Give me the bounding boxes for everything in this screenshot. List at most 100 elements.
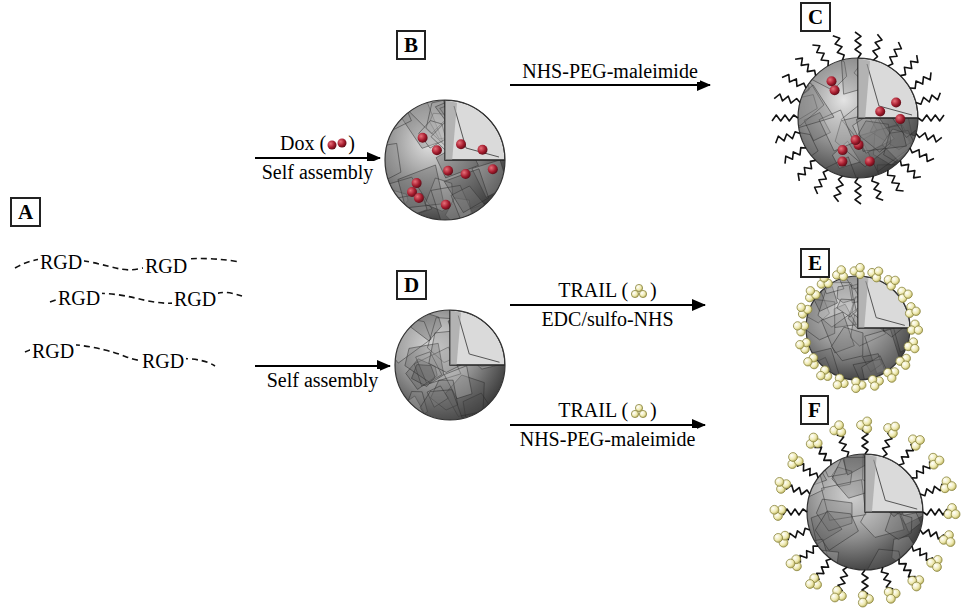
cutaway-shade [858,276,868,328]
cutaway [445,100,505,160]
stage-node: C [710,0,955,220]
nanoparticles [367,32,960,607]
trail-bead [817,371,825,379]
trail-bead [935,456,944,465]
facet [811,53,847,90]
facet [837,299,857,317]
trail-bead [891,276,899,284]
peptide-label: RGD [140,350,186,372]
dox-dot [891,98,901,108]
dox-dot [461,169,471,179]
trail-bead [837,266,845,274]
reaction-arrow [510,424,705,426]
trail-bead [774,534,783,543]
peg-chain [872,176,883,200]
reaction-arrow [255,365,390,367]
reagent-name: TRAIL ( [558,399,628,421]
peg-chain [918,115,944,121]
particle-outline [385,100,505,220]
trail-bead [914,326,922,334]
peg-chain [923,509,947,515]
peptide-label: RGD [143,255,189,277]
reagent-name: TRAIL ( [558,279,628,301]
cutaway-shade [450,310,461,365]
stage-node: E [705,245,930,390]
cutaway [865,454,923,512]
trail-bead [874,267,882,275]
particle-outline [798,58,918,178]
particle-texture [794,265,925,398]
particle-texture [781,45,936,190]
trail-bead [833,381,841,389]
letter-box: B [396,30,426,60]
trail-bead [856,263,864,271]
particle-body [807,454,923,570]
peg-chain [910,148,934,161]
peg-chain [782,75,806,88]
dox-dot [432,145,442,155]
cutaway-shade [865,454,877,512]
trail-bead [786,559,795,568]
dox-dot [827,76,837,86]
arrow-label: Self assembly [265,369,381,391]
trail-bead [904,290,912,298]
stage-node: B [380,28,510,225]
reagent-bracket: ) [650,399,657,421]
dox-dot [414,193,424,203]
trail-bead [852,384,860,392]
facet [831,327,863,361]
peg-chain [899,559,916,577]
particle-outline [806,276,910,380]
trail-bead [809,433,818,442]
particle-texture [789,440,941,591]
peg-chain [855,178,861,204]
peptide-label: RGD [38,251,84,273]
peg-chain [833,36,844,60]
cutaway [450,310,505,365]
trail-bead [947,482,956,491]
reagent-label: TRAIL () [556,399,658,421]
letter-box: C [800,2,831,32]
peg-chain [888,170,904,191]
trail-bead [911,344,919,352]
peg-chain [783,509,807,515]
arrow-label: NHS-PEG-maleimide [520,60,700,82]
trail-bead [863,417,872,426]
nanoparticle [770,417,960,607]
dox-dot [456,139,466,149]
peg-chain [800,546,818,563]
trail-bead [888,374,896,382]
peg-chain [785,148,806,164]
arrow-label: NHS-PEG-maleimide [518,428,698,450]
stage-letter: F [808,398,821,422]
dox-dot [875,107,885,117]
cutaway-fold [874,460,918,509]
arrow-label: EDC/sulfo-NHS [539,308,675,330]
particle-texture [367,88,515,236]
nanoparticle [793,263,925,398]
trail-bead [835,421,844,430]
peg-chain [900,160,921,178]
peg-chain [817,559,831,580]
reagent-bracket: ) [348,132,355,154]
stage-node: D [390,268,510,438]
reaction-arrow [255,157,380,159]
dox-dot [488,164,498,174]
facet [444,169,488,213]
trail-bead [946,538,955,547]
dox-dot [441,200,451,210]
facet [420,390,463,432]
peg-chain [788,528,810,540]
facet [787,85,834,128]
facet [793,468,824,500]
peg-chain [899,444,913,465]
peptide-label: RGD [30,340,76,362]
peg-chain [910,72,931,88]
trail-bead [916,436,925,445]
letter-box: A [10,197,41,227]
peg-chain [888,42,901,66]
peg-chain [912,461,930,478]
reagent-label: Dox () [278,132,357,154]
